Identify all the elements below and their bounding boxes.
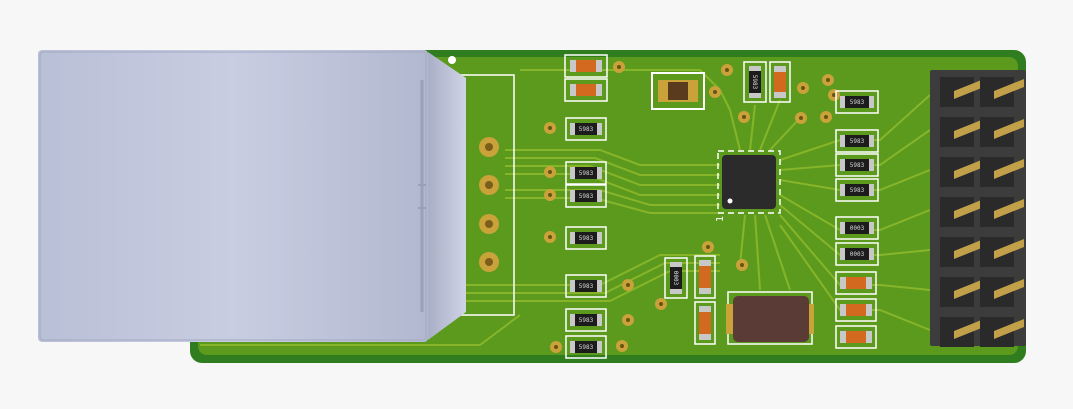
resistor: 5983 [565, 161, 607, 185]
resistor-marking: 5983 [579, 235, 594, 242]
resistor: 5983 [565, 335, 607, 359]
resistor: 0003 [835, 216, 879, 240]
header-pin [954, 279, 984, 299]
pin-header [930, 70, 1026, 347]
resistor: 5983 [565, 117, 607, 141]
resistor-marking: 0003 [850, 225, 865, 232]
capacitors [564, 54, 877, 349]
header-pin [994, 159, 1024, 179]
header-pin [994, 79, 1024, 99]
resistor-marking: 5983 [579, 126, 594, 133]
header-pin [994, 199, 1024, 219]
resistors: 5983 5983 5983 5983 5983 5983 5983 5983 0003 0003… [565, 61, 879, 359]
resistor-marking: 5983 [751, 75, 758, 90]
resistor-marking: 5983 [579, 193, 594, 200]
header-pin [954, 79, 984, 99]
header-pin [994, 119, 1024, 139]
resistor-marking: 5983 [850, 162, 865, 169]
resistor-marking: 0003 [850, 251, 865, 258]
resistor-marking: 5983 [579, 170, 594, 177]
resistor-marking: 5983 [579, 317, 594, 324]
header-pin [994, 319, 1024, 339]
crystal [726, 291, 814, 345]
resistor-marking: 5983 [850, 138, 865, 145]
resistor: 5983 [743, 61, 767, 103]
header-pin [954, 199, 984, 219]
header-pin [954, 119, 984, 139]
resistor: 5983 [565, 226, 607, 250]
rj45-pads [448, 56, 499, 272]
rj45-connector [38, 50, 466, 342]
resistor: 5983 [565, 274, 607, 298]
header-pin [954, 159, 984, 179]
resistor-marking: 0003 [672, 271, 679, 286]
ferrite-bead [651, 72, 705, 110]
resistor: 5983 [835, 129, 879, 153]
resistor-marking: 5983 [579, 283, 594, 290]
header-pin [994, 279, 1024, 299]
resistor: 5983 [565, 308, 607, 332]
resistor-marking: 5983 [850, 99, 865, 106]
resistor: 0003 [835, 242, 879, 266]
header-pin [994, 239, 1024, 259]
qfn-ic: 1 [715, 150, 781, 222]
resistor: 5983 [835, 90, 879, 114]
resistor: 0003 [664, 257, 688, 299]
resistor: 5983 [565, 184, 607, 208]
resistor-marking: 5983 [850, 187, 865, 194]
resistor-marking: 5983 [579, 344, 594, 351]
header-pin [954, 319, 984, 339]
resistor: 5983 [835, 178, 879, 202]
via-holes [548, 65, 836, 349]
resistor: 5983 [835, 153, 879, 177]
header-pin [954, 239, 984, 259]
ic-pin1-label: 1 [715, 216, 726, 222]
